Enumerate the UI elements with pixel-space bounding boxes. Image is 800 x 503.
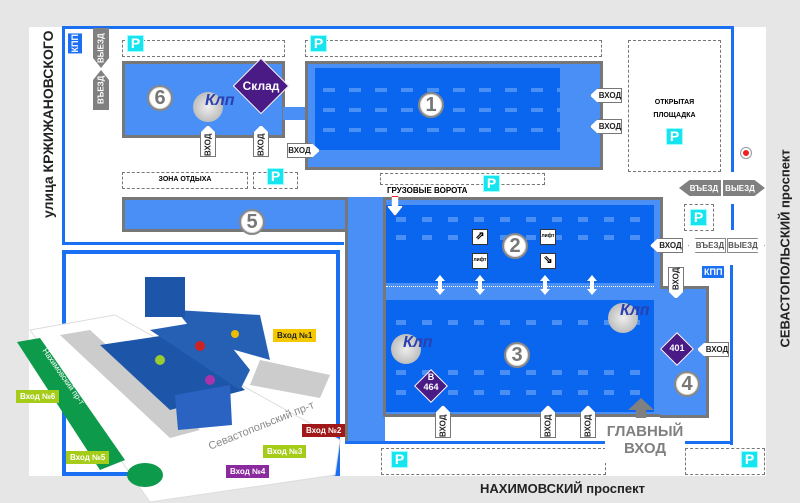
parking-icon: P bbox=[483, 175, 500, 192]
inset-entrance-1[interactable]: Вход №1 bbox=[273, 329, 317, 342]
parking-zone bbox=[380, 173, 545, 185]
klp-logo bbox=[391, 334, 421, 364]
street-left: улица КРЖИЖАНОВСКОГО bbox=[40, 30, 56, 219]
klp-logo bbox=[193, 92, 223, 122]
main-entrance-line: ВХОД bbox=[623, 440, 667, 457]
inset-marker-4 bbox=[205, 375, 215, 385]
inset-tower bbox=[145, 277, 185, 317]
building-1-hall bbox=[315, 68, 560, 150]
vehicle-entry-arrow[interactable]: ВЪЕЗД bbox=[688, 238, 726, 253]
parking-icon: P bbox=[690, 209, 707, 226]
inset-lawn bbox=[127, 463, 163, 487]
room-401-label: 401 bbox=[669, 343, 685, 353]
klp-logo-text: Клп bbox=[620, 302, 650, 319]
vehicle-exit-arrow[interactable]: ВЫЕЗД bbox=[723, 180, 765, 196]
room-464-line: 464 bbox=[423, 382, 439, 392]
parking-icon: P bbox=[127, 35, 144, 52]
klp-logo bbox=[608, 303, 638, 333]
divider bbox=[386, 286, 654, 287]
room-464-line: В bbox=[427, 372, 435, 382]
klp-logo-text: Клп bbox=[403, 334, 433, 351]
perimeter bbox=[62, 26, 734, 29]
connector bbox=[283, 107, 309, 120]
inset-illustration bbox=[17, 277, 341, 503]
inset-road bbox=[60, 330, 200, 438]
perimeter bbox=[62, 26, 65, 244]
building-number-4: 4 bbox=[674, 371, 700, 397]
vehicle-exit-arrow[interactable]: ВЫЕЗД bbox=[727, 238, 765, 253]
parking-icon: P bbox=[267, 168, 284, 185]
passage-arrow-icon bbox=[587, 275, 597, 295]
parking-icon: P bbox=[391, 451, 408, 468]
building-number-2: 2 bbox=[502, 233, 528, 259]
checkpoint-label: КПП bbox=[702, 266, 725, 278]
parking-zone bbox=[305, 40, 602, 57]
inset-green-street bbox=[17, 338, 125, 470]
metro-icon bbox=[741, 148, 751, 158]
inset-entrance-4[interactable]: Вход №4 bbox=[226, 465, 270, 478]
entrance-arrow[interactable]: ВХОД bbox=[650, 238, 683, 253]
parking-icon: P bbox=[741, 451, 758, 468]
inset-entrance-6[interactable]: Вход №6 bbox=[16, 390, 60, 403]
cargo-gate-label: ГРУЗОВЫЕ ВОРОТА bbox=[387, 186, 468, 195]
inset-building-4 bbox=[175, 385, 232, 430]
inset-marker-3 bbox=[155, 355, 165, 365]
inset-building-1 bbox=[176, 310, 270, 360]
inset-building-2 bbox=[150, 320, 250, 390]
open-area bbox=[628, 40, 721, 172]
perimeter bbox=[731, 204, 734, 230]
passage-arrow-icon bbox=[475, 275, 485, 295]
lift-icon: лифт bbox=[540, 229, 556, 245]
inset-entrance-3[interactable]: Вход №3 bbox=[263, 445, 307, 458]
corridor bbox=[345, 197, 385, 441]
rest-zone: ЗОНА ОТДЫХА bbox=[122, 172, 248, 189]
klp-logo-text: Клп bbox=[205, 92, 235, 109]
entrance-arrow[interactable]: ВХОД bbox=[697, 342, 729, 357]
perimeter bbox=[730, 265, 733, 445]
inset-marker-2 bbox=[195, 341, 205, 351]
perimeter bbox=[731, 26, 734, 172]
open-area-label: ОТКРЫТАЯ ПЛОЩАДКА bbox=[632, 96, 717, 122]
entrance-arrow[interactable]: ВХОД bbox=[287, 143, 320, 158]
perimeter bbox=[62, 242, 344, 245]
parking-zone bbox=[122, 40, 285, 57]
building-2-hall bbox=[386, 205, 654, 283]
entrance-arrow[interactable]: ВХОД bbox=[590, 119, 622, 134]
entrance-arrow[interactable]: ВХОД bbox=[590, 88, 622, 103]
parking-icon: P bbox=[310, 35, 327, 52]
street-right: СЕВАСТОПОЛЬСКИЙ проспект bbox=[777, 149, 793, 348]
inset-entrance-2[interactable]: Вход №2 bbox=[302, 424, 346, 437]
vehicle-entry-arrow[interactable]: ВЪЕЗД bbox=[679, 180, 721, 196]
building-number-5: 5 bbox=[239, 209, 265, 235]
parking-icon: P bbox=[666, 128, 683, 145]
building-number-6: 6 bbox=[147, 85, 173, 111]
perimeter bbox=[685, 441, 733, 444]
escalator-icon: ⇗ bbox=[472, 229, 488, 245]
main-entrance-line: ГЛАВНЫЙ bbox=[606, 423, 684, 440]
inset-entrance-5[interactable]: Вход №5 bbox=[66, 451, 110, 464]
inset-marker-1 bbox=[231, 330, 239, 338]
lift-icon: лифт bbox=[472, 253, 488, 269]
open-area-line: ОТКРЫТАЯ bbox=[654, 99, 695, 106]
passage-arrow-icon bbox=[540, 275, 550, 295]
street-bottom: НАХИМОВСКИЙ проспект bbox=[480, 481, 645, 496]
perimeter bbox=[345, 441, 605, 444]
open-area-line: ПЛОЩАДКА bbox=[653, 112, 696, 119]
escalator-icon: ⇘ bbox=[540, 253, 556, 269]
warehouse-label: Склад bbox=[242, 79, 280, 93]
building-number-1: 1 bbox=[418, 92, 444, 118]
parking-zone bbox=[381, 448, 606, 475]
inset-lot bbox=[250, 360, 330, 398]
passage-arrow-icon bbox=[435, 275, 445, 295]
checkpoint-label: КПП bbox=[68, 33, 82, 54]
building-number-3: 3 bbox=[504, 342, 530, 368]
